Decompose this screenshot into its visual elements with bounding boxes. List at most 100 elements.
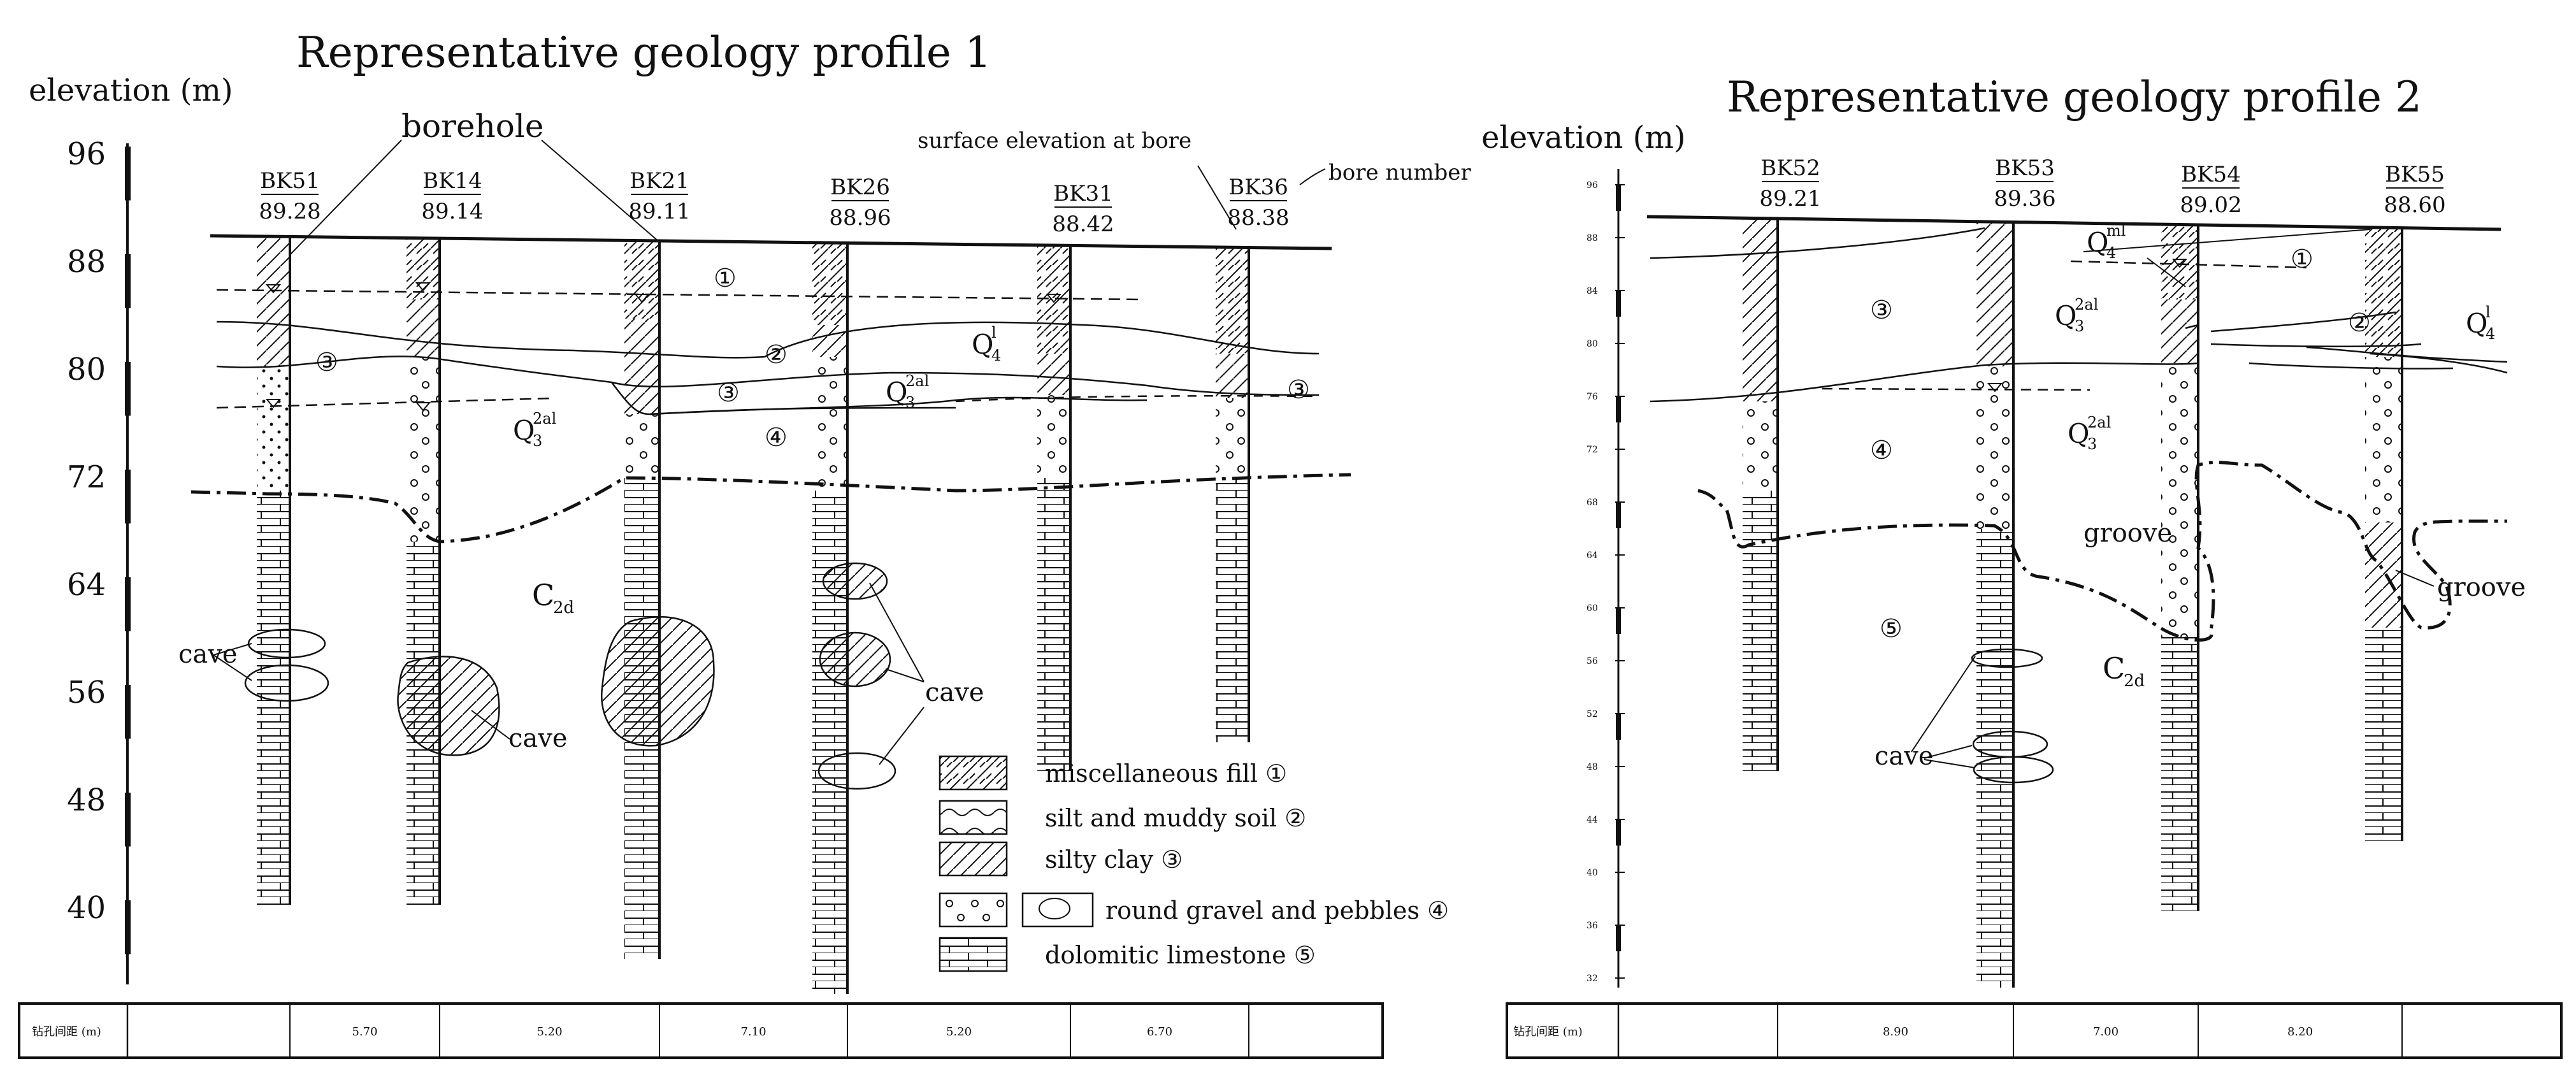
axis-scale-block	[125, 685, 131, 739]
tick-label: 84	[1587, 286, 1598, 296]
stratum-segment	[407, 357, 440, 542]
cave-outline	[601, 616, 715, 747]
surface-elevation-value: 89.36	[1994, 186, 2055, 212]
layer-2-marker: ②	[2348, 308, 2371, 338]
profile-1-title: Representative geology profile 1	[296, 28, 991, 77]
layer-5-marker: ⑤	[1880, 614, 1903, 644]
svg-text:3: 3	[2087, 435, 2097, 453]
stratum-segment	[624, 241, 659, 319]
cave-label: cave	[508, 724, 568, 753]
borehole-name: BK53	[1995, 155, 2055, 181]
svg-text:Q: Q	[886, 377, 907, 408]
water-level-icon	[415, 282, 431, 292]
legend-item-brick: dolomitic limestone ⑤	[939, 937, 1316, 972]
table-cell-spacing: 5.20	[946, 1025, 972, 1039]
tick-label: 44	[1587, 815, 1598, 825]
borehole-bk54: BK54 89.02	[2161, 162, 2242, 911]
axis-scale-block	[1616, 291, 1621, 317]
stratum-q4ml-label: Q ml 4	[2087, 222, 2126, 262]
table-cell-spacing: 8.20	[2287, 1025, 2313, 1039]
stratum-segment	[1037, 395, 1070, 478]
tick-label: 68	[1587, 498, 1598, 508]
profile-2: Representative geology profile 2 elevati…	[1481, 73, 2563, 1059]
layer-4-marker: ④	[1870, 436, 1893, 465]
stratum-q3-label: Q 2al 3	[513, 410, 556, 450]
svg-text:Q: Q	[2068, 418, 2089, 449]
borehole-bk53: BK53 89.36	[1976, 155, 2056, 988]
legend-item-hatch: silty clay ③	[939, 841, 1183, 877]
bedrock-boundary	[1697, 461, 2507, 642]
borehole-name: BK54	[2181, 162, 2241, 187]
cave-label: cave	[925, 678, 984, 707]
svg-text:4: 4	[991, 347, 1001, 364]
layer-4-marker: ④	[765, 423, 788, 452]
tick-label: 56	[1587, 656, 1598, 666]
svg-text:2d: 2d	[553, 598, 574, 617]
axis-scale-block	[1616, 608, 1621, 634]
surface-elevation-callout: surface elevation at bore	[917, 128, 1191, 154]
pebble-icon	[1039, 898, 1070, 919]
borehole-callout: borehole	[401, 108, 544, 145]
stratum-segment	[1037, 245, 1070, 354]
stratum-segment	[1743, 220, 1778, 401]
stratum-segment	[2365, 357, 2402, 522]
profile-1-caves	[244, 562, 896, 790]
surface-elevation-value: 88.42	[1052, 212, 1114, 237]
stratum-q4-label: Q l 4	[972, 324, 1001, 364]
stratum-segment	[1037, 354, 1070, 395]
surface-elevation-value: 89.02	[2180, 192, 2241, 218]
cave-outline	[247, 628, 326, 659]
water-level-icon	[415, 402, 431, 412]
tick-label: 40	[67, 890, 106, 926]
legend-swatch	[939, 892, 1008, 928]
layer-3-marker: ③	[315, 348, 338, 377]
stratum-segment	[2365, 522, 2402, 628]
axis-scale-block	[125, 470, 131, 524]
groove-label: groove	[2437, 573, 2526, 602]
stratum-q3-label: Q 2al 3	[2068, 414, 2111, 453]
layer-3-marker: ③	[1287, 375, 1310, 405]
svg-text:C: C	[532, 578, 554, 612]
stratum-q4-label: Q l 4	[2466, 303, 2495, 343]
tick-label: 80	[1587, 339, 1598, 349]
axis-scale-block	[125, 577, 131, 631]
profile-2-caves	[1971, 648, 2054, 784]
borehole-name: BK55	[2385, 162, 2445, 187]
profile-2-axis-label: elevation (m)	[1481, 120, 1686, 155]
table-cell-spacing: 7.10	[740, 1025, 766, 1039]
stratum-segment	[812, 242, 847, 325]
svg-text:2al: 2al	[2075, 296, 2098, 313]
stratum-segment	[257, 237, 290, 319]
svg-text:Q: Q	[972, 329, 993, 360]
svg-text:l: l	[2486, 303, 2491, 321]
legend-swatch	[939, 841, 1008, 877]
legend-swatch	[939, 937, 1008, 972]
tick-label: 72	[67, 459, 106, 495]
svg-text:2al: 2al	[2087, 414, 2111, 431]
svg-text:ml: ml	[2106, 222, 2126, 240]
legend-label: silt and muddy soil ②	[1045, 804, 1306, 832]
cave-outline	[822, 562, 888, 600]
layer-3-marker: ③	[717, 378, 740, 408]
svg-text:C: C	[2103, 651, 2125, 686]
table-cell-spacing: 6.70	[1147, 1025, 1172, 1039]
profile-2-title: Representative geology profile 2	[1727, 73, 2422, 122]
svg-text:2al: 2al	[905, 372, 929, 390]
stratum-segment	[257, 366, 290, 491]
stratum-segment	[1216, 248, 1249, 354]
stratum-segment	[257, 319, 290, 366]
stratum-q3-label: Q 2al 3	[886, 372, 929, 412]
legend-item-wave: silt and muddy soil ②	[939, 800, 1306, 835]
svg-text:Q: Q	[2466, 308, 2487, 339]
axis-scale-block	[1616, 925, 1621, 951]
water-level-icon	[2171, 259, 2188, 268]
svg-text:4: 4	[2486, 325, 2495, 343]
table-row-label: 钻孔间距 (m)	[32, 1025, 101, 1039]
layer-3-marker: ③	[1870, 296, 1893, 325]
stratum-segment	[812, 357, 847, 491]
